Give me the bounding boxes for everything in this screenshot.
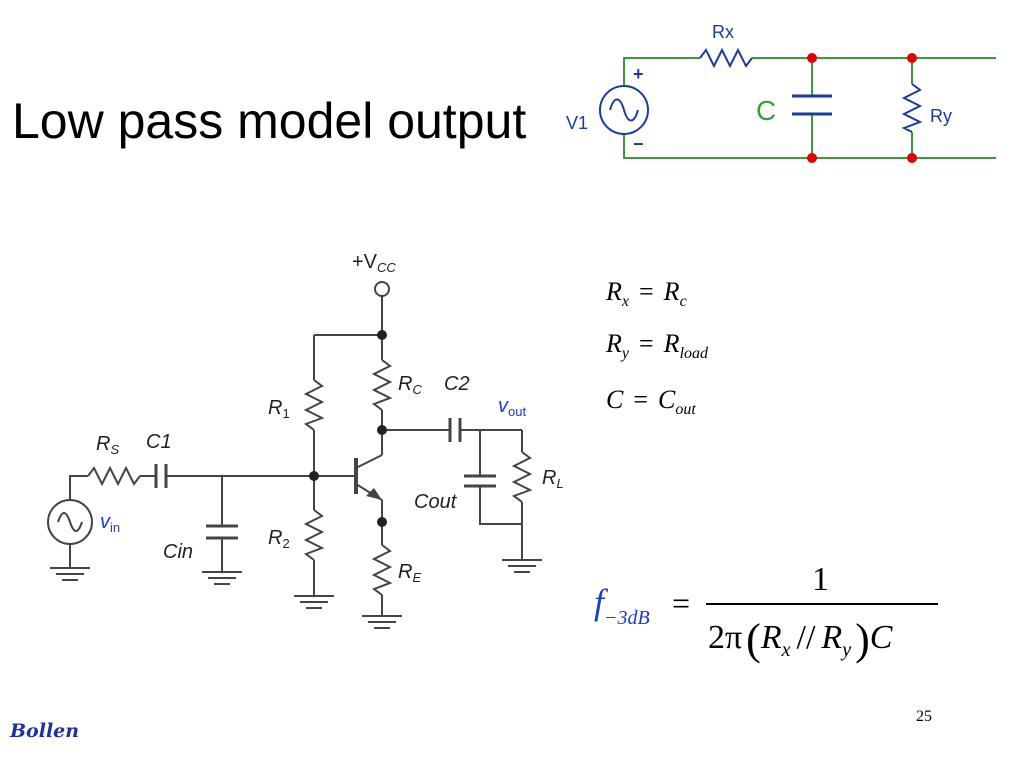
model-nodes [807, 53, 917, 163]
rx-label: Rx [712, 22, 734, 42]
r1-label: R1 [268, 397, 290, 421]
v1-sine-icon [609, 98, 639, 122]
r2-label: R2 [268, 527, 290, 551]
v1-source [599, 85, 649, 135]
transistor-emitter-arrow [366, 488, 382, 500]
author-signature: Bollen [10, 720, 80, 742]
c-label: C [756, 95, 776, 126]
cutoff-numerator: 1 [812, 561, 829, 598]
model-components [599, 47, 923, 135]
vin-label: vin [100, 511, 120, 535]
equation-rx: Rx=Rc [605, 277, 687, 310]
cutoff-lhs: f−3dB [594, 582, 650, 629]
ground-icon-rl [502, 559, 542, 573]
ground-icon-r2 [294, 595, 334, 609]
c2-label: C2 [444, 373, 470, 395]
ground-symbols [50, 559, 542, 629]
r2-resistor [303, 509, 325, 561]
ground-icon-vin [50, 567, 90, 581]
cout-label: Cout [414, 491, 458, 513]
cin-label: Cin [163, 541, 193, 563]
vin-sine-icon [57, 512, 83, 532]
vcc-label: +VCC [352, 251, 396, 275]
model-wires [623, 57, 996, 159]
cutoff-equals: = [672, 585, 690, 621]
page-number: 25 [916, 708, 932, 725]
rl-resistor [511, 451, 533, 503]
rs-resistor [87, 465, 141, 487]
amplifier-nodes [309, 330, 387, 527]
ry-label: Ry [930, 106, 952, 126]
amplifier-wires [47, 281, 533, 616]
re-resistor [371, 544, 393, 596]
equation-c: C=Cout [606, 385, 696, 418]
rc-label: RC [398, 373, 422, 397]
slide-title: Low pass model output [12, 93, 527, 149]
equation-ry: Ry=Rload [605, 329, 709, 362]
vout-label: vout [498, 395, 526, 419]
v1-label: V1 [566, 113, 588, 133]
rc-resistor [371, 359, 393, 411]
cutoff-formula: f−3dB = 1 2π(Rx//Ry)C [594, 561, 938, 664]
re-label: RE [398, 561, 421, 585]
v1-plus: + [633, 64, 644, 84]
ground-icon-cin [202, 571, 242, 585]
r1-resistor [303, 379, 325, 431]
rx-resistor [699, 47, 753, 69]
c1-label: C1 [146, 431, 172, 453]
cutoff-denominator: 2π(Rx//Ry)C [708, 615, 893, 664]
v1-minus: − [633, 134, 644, 154]
rl-label: RL [542, 467, 564, 491]
amplifier-capacitors [154, 418, 496, 540]
ground-icon-re [362, 615, 402, 629]
ry-resistor [901, 83, 923, 133]
rs-label: RS [96, 433, 119, 457]
